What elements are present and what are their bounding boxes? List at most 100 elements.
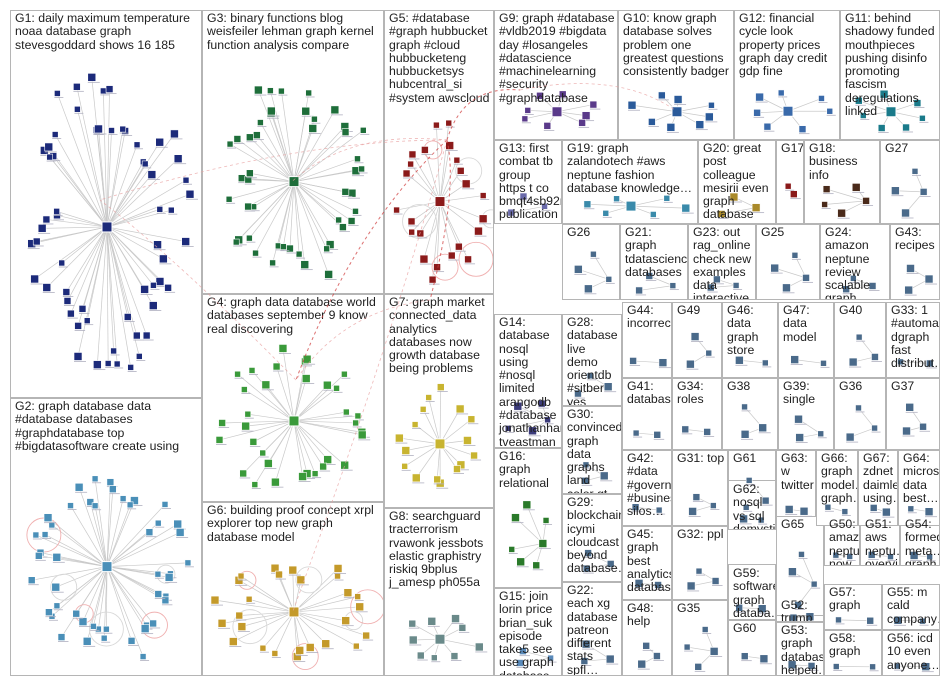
- avatar-node[interactable]: [543, 122, 552, 130]
- avatar-node[interactable]: [464, 255, 472, 264]
- avatar-node[interactable]: [74, 105, 81, 113]
- avatar-node[interactable]: [334, 572, 341, 580]
- avatar-node[interactable]: [692, 493, 701, 501]
- avatar-node[interactable]: [581, 639, 591, 649]
- avatar-node[interactable]: [357, 430, 367, 440]
- avatar-node[interactable]: [173, 519, 183, 529]
- avatar-node[interactable]: [127, 637, 136, 645]
- avatar-node[interactable]: [694, 663, 703, 671]
- avatar-node[interactable]: [902, 123, 910, 132]
- avatar-node[interactable]: [456, 460, 466, 470]
- avatar-node[interactable]: [855, 96, 863, 105]
- avatar-node[interactable]: [807, 662, 816, 670]
- avatar-node[interactable]: [93, 360, 102, 369]
- avatar-node[interactable]: [461, 179, 471, 189]
- avatar-node[interactable]: [109, 485, 117, 493]
- avatar-node[interactable]: [850, 275, 857, 282]
- avatar-node[interactable]: [72, 609, 81, 618]
- avatar-node[interactable]: [233, 135, 242, 143]
- avatar-node[interactable]: [458, 624, 467, 632]
- avatar-node[interactable]: [149, 619, 157, 628]
- avatar-node[interactable]: [215, 436, 224, 444]
- avatar-node[interactable]: [254, 85, 263, 95]
- avatar-node[interactable]: [126, 501, 134, 509]
- avatar-node[interactable]: [732, 282, 740, 289]
- avatar-node[interactable]: [433, 475, 442, 484]
- avatar-node[interactable]: [653, 652, 661, 660]
- avatar-node[interactable]: [909, 551, 919, 560]
- avatar-node[interactable]: [802, 274, 810, 282]
- avatar-node[interactable]: [37, 224, 47, 233]
- avatar-node[interactable]: [244, 175, 253, 184]
- avatar-node[interactable]: [919, 114, 926, 122]
- avatar-node[interactable]: [148, 301, 158, 310]
- hub-node[interactable]: [885, 106, 897, 118]
- avatar-node[interactable]: [395, 433, 404, 443]
- avatar-node[interactable]: [926, 359, 934, 368]
- avatar-node[interactable]: [139, 653, 147, 660]
- avatar-node[interactable]: [164, 573, 174, 582]
- avatar-node[interactable]: [586, 372, 594, 380]
- avatar-node[interactable]: [528, 426, 537, 436]
- avatar-node[interactable]: [653, 431, 662, 439]
- avatar-node[interactable]: [658, 91, 666, 100]
- avatar-node[interactable]: [119, 495, 127, 502]
- avatar-node[interactable]: [133, 331, 141, 340]
- avatar-node[interactable]: [100, 634, 108, 642]
- avatar-node[interactable]: [261, 380, 271, 390]
- hub-node[interactable]: [434, 438, 446, 450]
- avatar-node[interactable]: [108, 127, 115, 134]
- avatar-node[interactable]: [235, 611, 244, 620]
- avatar-node[interactable]: [244, 410, 252, 418]
- avatar-node[interactable]: [851, 183, 861, 192]
- avatar-node[interactable]: [218, 419, 226, 427]
- avatar-node[interactable]: [185, 189, 195, 199]
- avatar-node[interactable]: [919, 422, 927, 431]
- avatar-node[interactable]: [401, 462, 408, 470]
- avatar-node[interactable]: [421, 146, 429, 154]
- avatar-node[interactable]: [558, 90, 567, 99]
- avatar-node[interactable]: [822, 185, 831, 193]
- avatar-node[interactable]: [753, 108, 761, 117]
- avatar-node[interactable]: [599, 471, 609, 481]
- avatar-node[interactable]: [408, 228, 415, 236]
- avatar-node[interactable]: [681, 425, 690, 434]
- avatar-node[interactable]: [513, 401, 523, 411]
- avatar-node[interactable]: [229, 637, 238, 646]
- avatar-node[interactable]: [919, 188, 928, 196]
- avatar-node[interactable]: [155, 137, 164, 147]
- avatar-node[interactable]: [319, 462, 327, 471]
- avatar-node[interactable]: [67, 502, 74, 509]
- avatar-node[interactable]: [173, 154, 183, 164]
- avatar-node[interactable]: [164, 283, 172, 292]
- avatar-node[interactable]: [73, 83, 81, 91]
- avatar-node[interactable]: [613, 195, 620, 203]
- avatar-node[interactable]: [341, 616, 350, 625]
- avatar-node[interactable]: [787, 660, 797, 670]
- avatar-node[interactable]: [711, 577, 720, 585]
- avatar-node[interactable]: [324, 270, 333, 279]
- avatar-node[interactable]: [352, 208, 359, 215]
- avatar-node[interactable]: [645, 272, 654, 280]
- avatar-node[interactable]: [82, 637, 92, 646]
- hub-node[interactable]: [288, 176, 300, 188]
- avatar-node[interactable]: [789, 613, 798, 621]
- avatar-node[interactable]: [450, 652, 459, 660]
- avatar-node[interactable]: [463, 436, 472, 445]
- hub-node[interactable]: [782, 105, 794, 117]
- avatar-node[interactable]: [333, 385, 340, 392]
- avatar-node[interactable]: [913, 99, 922, 107]
- avatar-node[interactable]: [142, 331, 151, 340]
- avatar-node[interactable]: [244, 202, 252, 211]
- avatar-node[interactable]: [170, 129, 179, 139]
- avatar-node[interactable]: [35, 552, 43, 560]
- avatar-node[interactable]: [355, 602, 364, 612]
- avatar-node[interactable]: [717, 210, 726, 218]
- avatar-node[interactable]: [300, 260, 310, 269]
- avatar-node[interactable]: [632, 429, 640, 437]
- avatar-node[interactable]: [74, 482, 84, 492]
- avatar-node[interactable]: [43, 513, 53, 522]
- avatar-node[interactable]: [91, 502, 99, 510]
- avatar-node[interactable]: [302, 354, 312, 364]
- avatar-node[interactable]: [862, 197, 870, 205]
